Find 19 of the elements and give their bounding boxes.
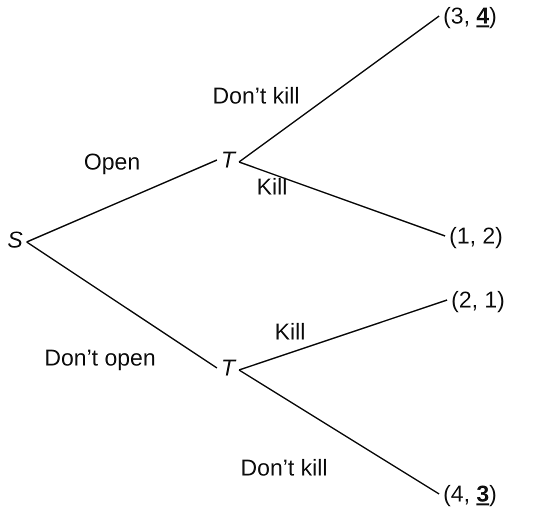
- edge-label: Kill: [274, 319, 306, 345]
- edge-label: Don’t kill: [212, 83, 300, 109]
- branch-line: [238, 299, 448, 371]
- edge-label: Kill: [256, 174, 288, 200]
- payoff-label: (1, 2): [447, 223, 505, 249]
- edge-label: Don’t open: [44, 345, 156, 371]
- payoff-label: (2, 1): [449, 287, 507, 313]
- payoff-label: (4, 3): [441, 481, 499, 507]
- branch-line: [238, 161, 446, 237]
- player-label: S: [5, 227, 25, 253]
- edge-label: Open: [84, 149, 140, 175]
- payoff-label: (3, 4): [441, 3, 499, 29]
- branch-line: [238, 15, 440, 163]
- edge-label: Don’t kill: [240, 455, 328, 481]
- branch-line: [238, 369, 440, 495]
- player-label: T: [218, 355, 238, 381]
- branch-line: [26, 241, 218, 369]
- player-label: T: [218, 147, 238, 173]
- branch-line: [26, 159, 218, 243]
